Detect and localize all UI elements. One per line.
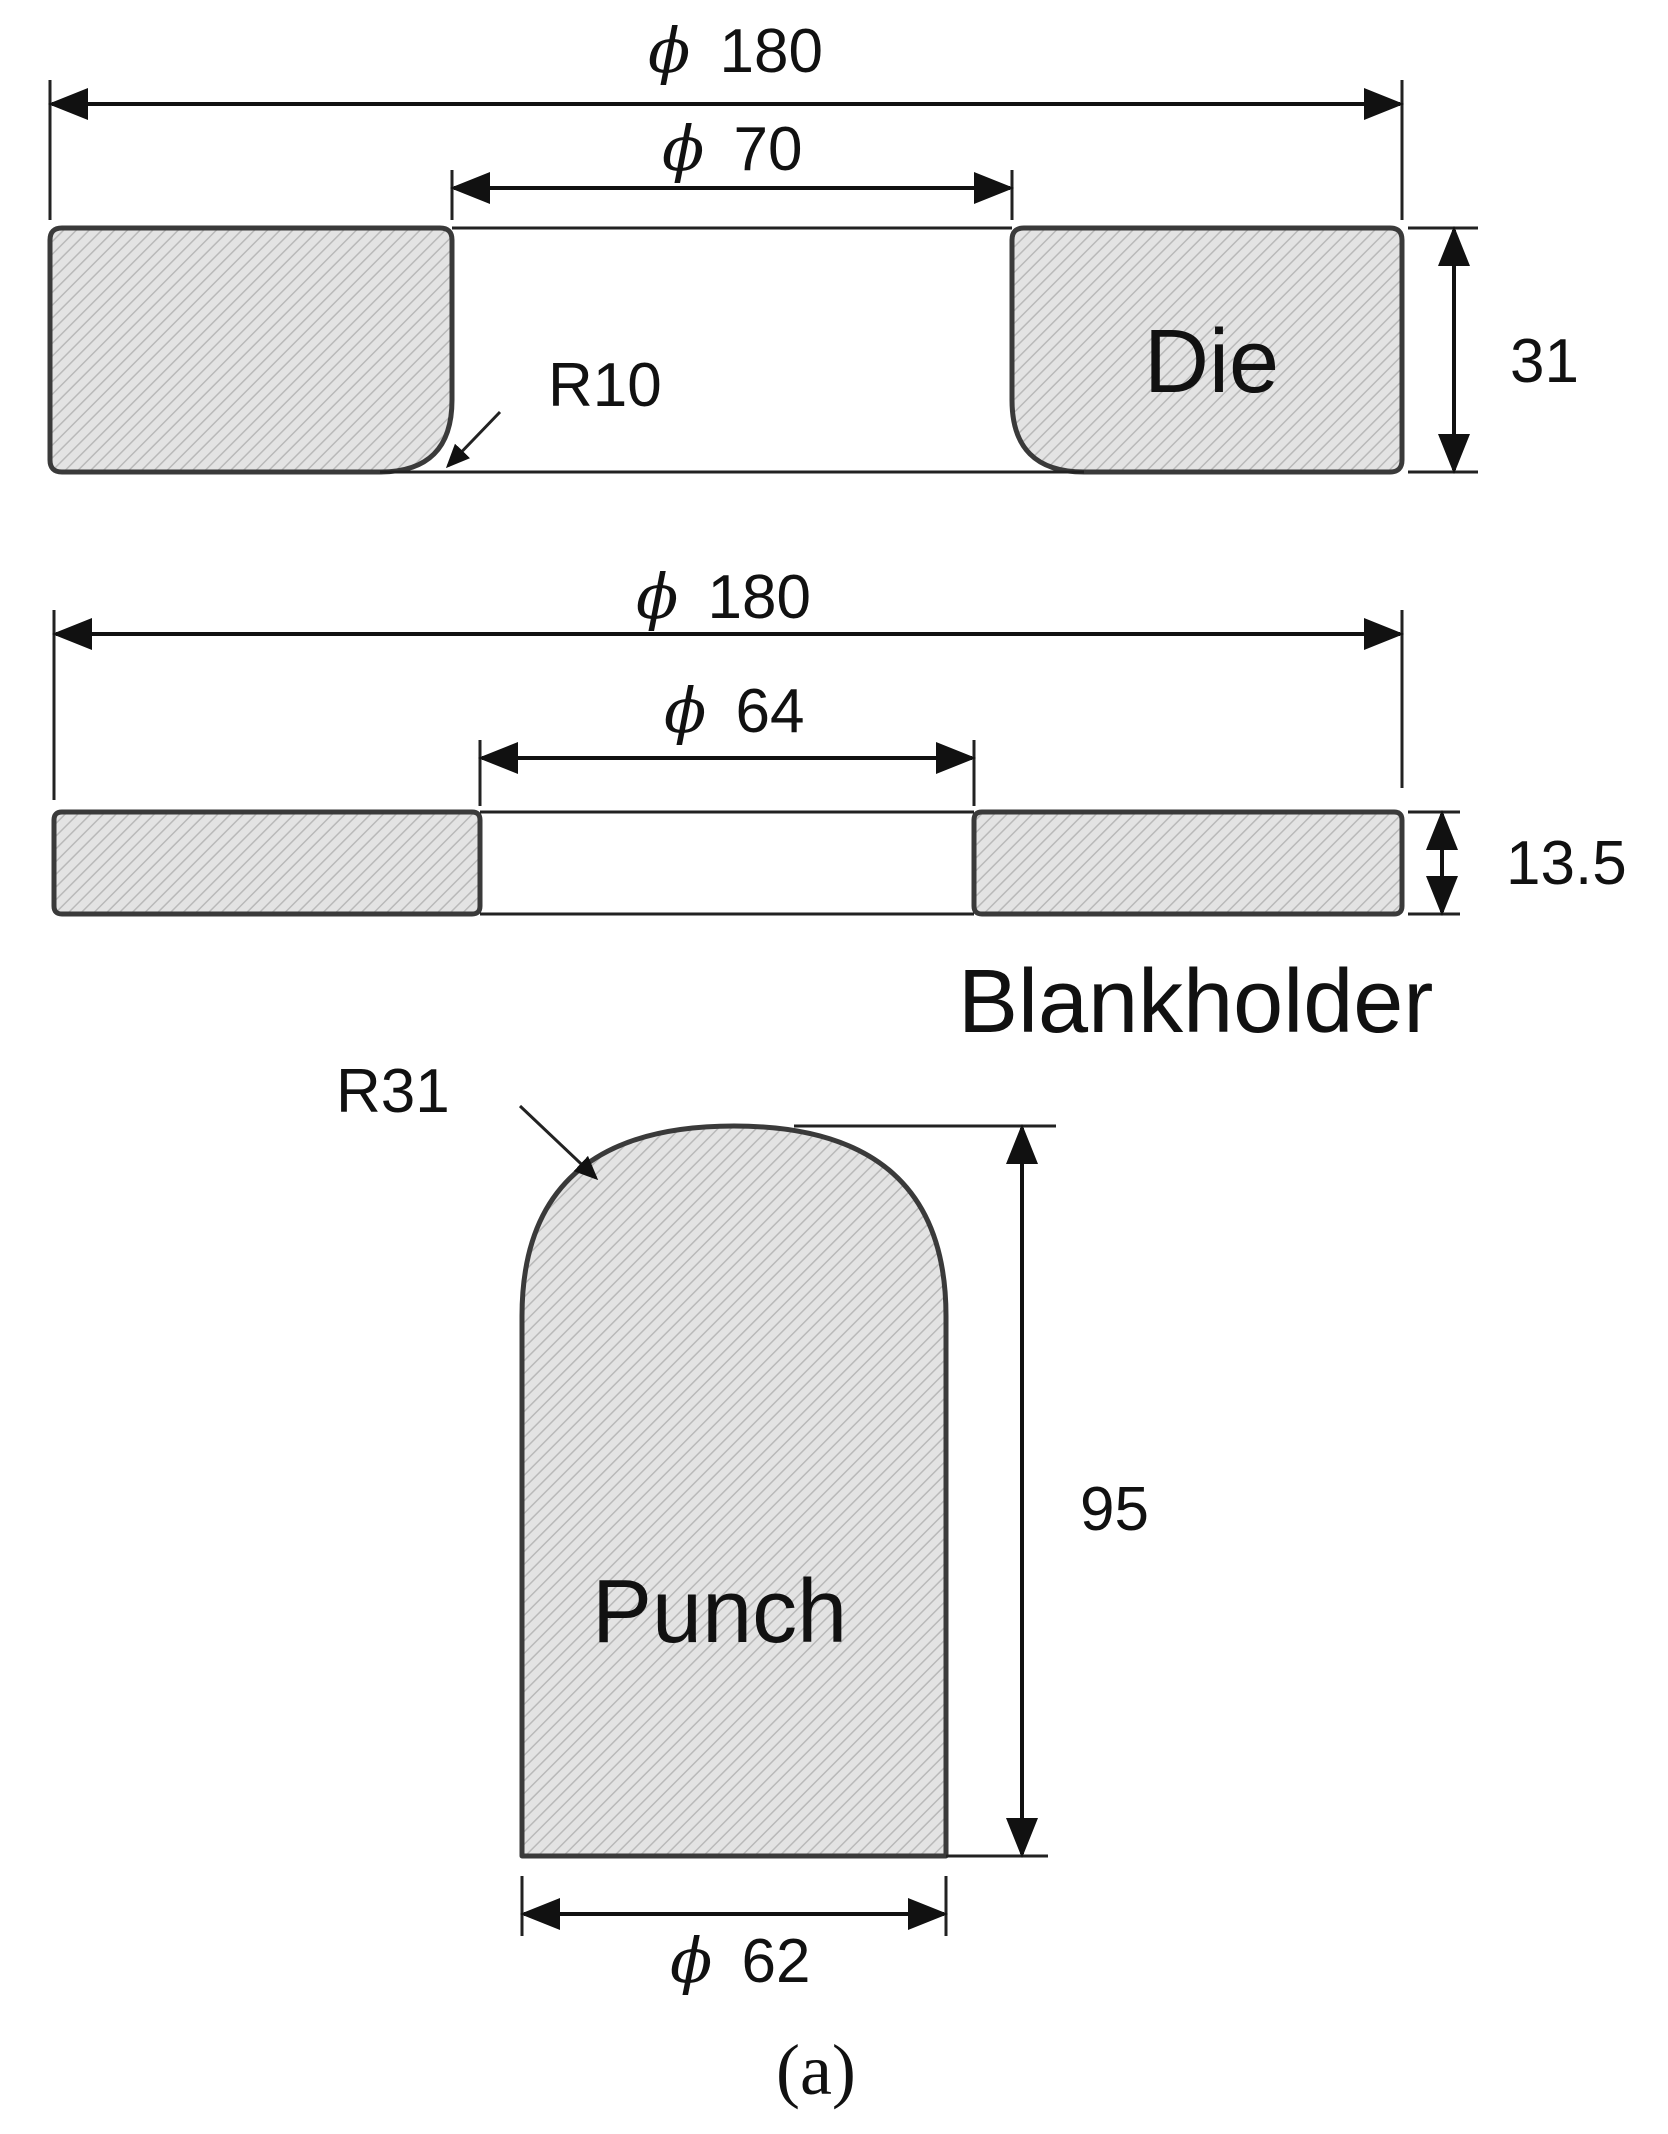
punch-body [519,1123,949,1859]
blankholder-outer-dim-label: ϕ 180 [636,560,811,633]
blankholder-height-dim-label: 13.5 [1506,829,1627,898]
blankholder-right-block [971,809,1405,917]
punch-width-dim-value: 62 [742,1927,811,1996]
die-inner-dim-label: ϕ 70 [662,112,802,185]
die-radius-leader [445,410,502,469]
die-inner-dim-symbol: ϕ [662,112,704,185]
die-left-block [47,225,455,475]
blankholder-outer-dim-value: 180 [708,563,811,632]
punch-width-dim-symbol: ϕ [670,1924,712,1997]
die: ϕ 180 ϕ 70 31 R10 Die [47,14,1579,475]
die-label: Die [1144,312,1279,412]
blankholder: ϕ 180 ϕ 64 13.5 Blankholder [51,560,1627,1052]
punch-width-dim-label: ϕ 62 [670,1924,810,1997]
die-outer-dim-label: ϕ 180 [648,14,823,87]
die-outer-dim-symbol: ϕ [648,14,690,87]
punch-height-dim-label: 95 [1080,1475,1149,1544]
blankholder-outer-dim-symbol: ϕ [636,560,678,633]
figure-caption: (a) [776,2030,856,2110]
blankholder-inner-dim-label: ϕ 64 [664,674,804,747]
punch-radius-leader [518,1104,599,1181]
punch-radius-label: R31 [336,1057,450,1126]
die-inner-dim-value: 70 [734,115,803,184]
punch: R31 95 ϕ 62 Punch [336,1057,1149,1997]
punch-label: Punch [592,1562,847,1662]
blankholder-inner-dim-symbol: ϕ [664,674,706,747]
die-outer-dim-value: 180 [720,17,823,86]
blankholder-label: Blankholder [958,952,1433,1052]
die-radius-label: R10 [548,351,662,420]
blankholder-inner-dim-value: 64 [736,677,805,746]
die-height-dim-label: 31 [1510,327,1579,396]
blankholder-left-block [51,809,483,917]
